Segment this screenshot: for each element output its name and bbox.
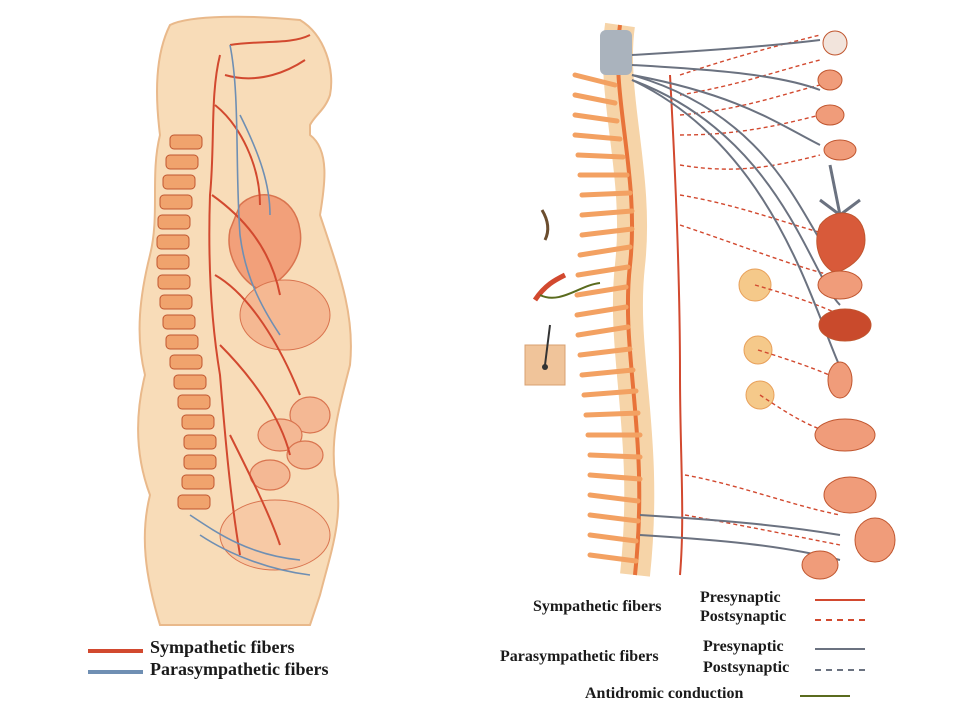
autonomic-schematic <box>524 22 896 580</box>
liver-organ <box>818 308 872 342</box>
legend-sympathetic-fibers: Sympathetic fibers <box>533 598 662 615</box>
sympathetic-nerves <box>208 34 311 556</box>
legend-line-parasympathetic-postsynaptic <box>815 669 865 671</box>
left-illustration <box>130 15 460 635</box>
eye-organ <box>822 30 848 56</box>
legend-label-sympathetic: Sympathetic fibers <box>150 637 295 657</box>
intestine-organ <box>814 418 876 452</box>
antidromic-fiber <box>539 282 601 299</box>
right-illustration <box>520 15 900 585</box>
bladder-organ <box>854 517 896 563</box>
legend-line-antidromic <box>800 695 850 697</box>
legend-sympathetic-postsynaptic: Postsynaptic <box>700 608 787 625</box>
lung-organ <box>819 164 861 219</box>
legend-line-parasympathetic <box>88 670 143 674</box>
legend-parasympathetic-fibers: Parasympathetic fibers <box>500 648 659 665</box>
colon-organ <box>823 476 877 514</box>
legend-parasympathetic-presynaptic: Presynaptic <box>703 638 784 655</box>
legend-line-sympathetic-presynaptic <box>815 599 865 601</box>
sympathetic-chain <box>669 74 684 576</box>
spine <box>156 134 217 510</box>
heart-organ <box>816 212 866 274</box>
ganglia <box>738 268 775 410</box>
body-sagittal-diagram <box>137 15 352 626</box>
legend-sympathetic-presynaptic: Presynaptic <box>700 589 781 606</box>
liver-shape <box>239 279 331 351</box>
stomach-organ <box>817 270 863 300</box>
legend-line-parasympathetic-presynaptic <box>815 648 865 650</box>
parasympathetic-nerves <box>189 44 311 576</box>
nerve-roots <box>572 72 643 564</box>
intestines <box>249 396 331 491</box>
legend-parasympathetic-postsynaptic: Postsynaptic <box>703 659 790 676</box>
organs <box>801 30 896 580</box>
brainstem-block <box>600 30 632 75</box>
genital-organ <box>801 550 839 580</box>
legend-antidromic-conduction: Antidromic conduction <box>585 685 744 702</box>
bladder-shape <box>219 499 331 571</box>
legend-label-parasympathetic: Parasympathetic fibers <box>150 659 329 679</box>
blood-vessel <box>532 272 567 302</box>
legend-line-sympathetic <box>88 649 143 653</box>
kidney-organ <box>827 361 853 399</box>
legend-line-sympathetic-postsynaptic <box>815 619 865 621</box>
